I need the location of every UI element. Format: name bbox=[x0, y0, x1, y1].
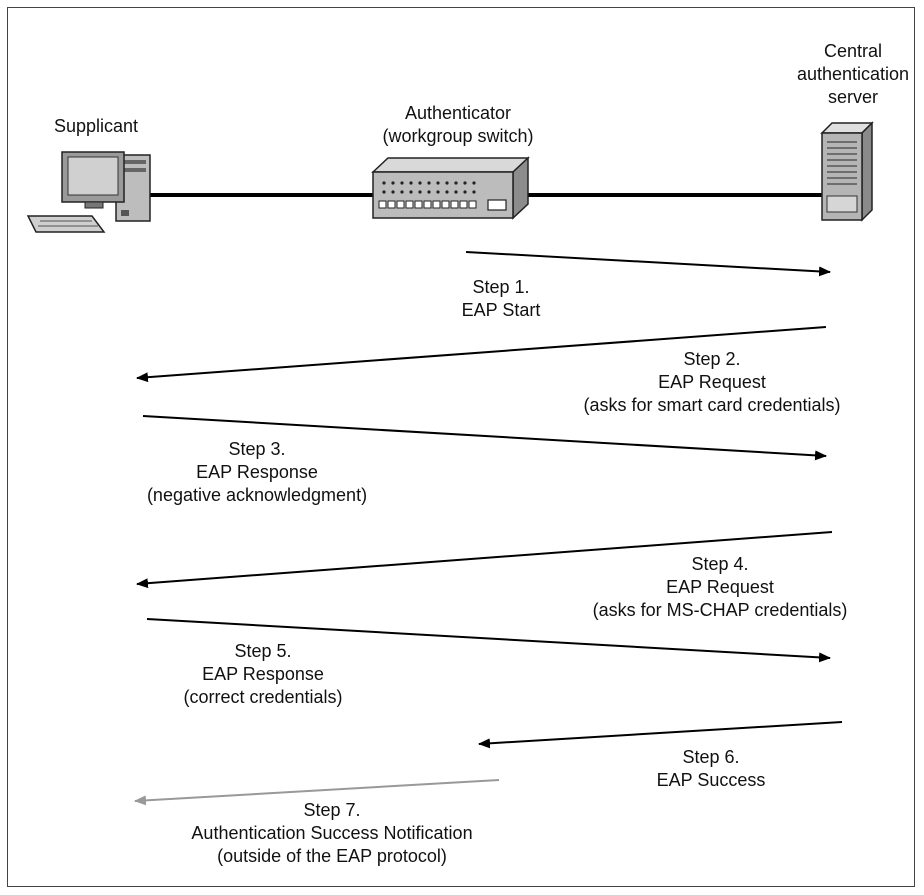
step-7-label: Step 7. Authentication Success Notificat… bbox=[191, 800, 473, 866]
step-2-label: Step 2. EAP Request (asks for smart card… bbox=[583, 349, 841, 415]
step-2-arrow bbox=[136, 326, 827, 383]
step-1-label: Step 1. EAP Start bbox=[461, 277, 541, 320]
step-4-label: Step 4. EAP Request (asks for MS-CHAP cr… bbox=[592, 554, 848, 620]
step-3-label: Step 3. EAP Response (negative acknowled… bbox=[146, 439, 368, 505]
step-6-label: Step 6. EAP Success bbox=[656, 747, 766, 790]
supplicant-label: Supplicant bbox=[53, 116, 139, 136]
workgroup-switch-icon bbox=[371, 156, 530, 220]
server-label: Central authentication server bbox=[796, 41, 910, 107]
authentication-server-icon bbox=[820, 121, 874, 222]
step-6-arrow bbox=[478, 721, 843, 749]
step-5-label: Step 5. EAP Response (correct credential… bbox=[183, 641, 343, 707]
authenticator-label: Authenticator (workgroup switch) bbox=[382, 103, 534, 146]
supplicant-computer-icon bbox=[26, 151, 151, 233]
step-5-arrow bbox=[146, 618, 831, 663]
step-4-arrow bbox=[136, 531, 833, 589]
diagram-frame bbox=[7, 7, 915, 887]
step-3-arrow bbox=[142, 415, 827, 461]
step-7-arrow bbox=[134, 779, 500, 806]
step-1-arrow bbox=[465, 251, 831, 277]
